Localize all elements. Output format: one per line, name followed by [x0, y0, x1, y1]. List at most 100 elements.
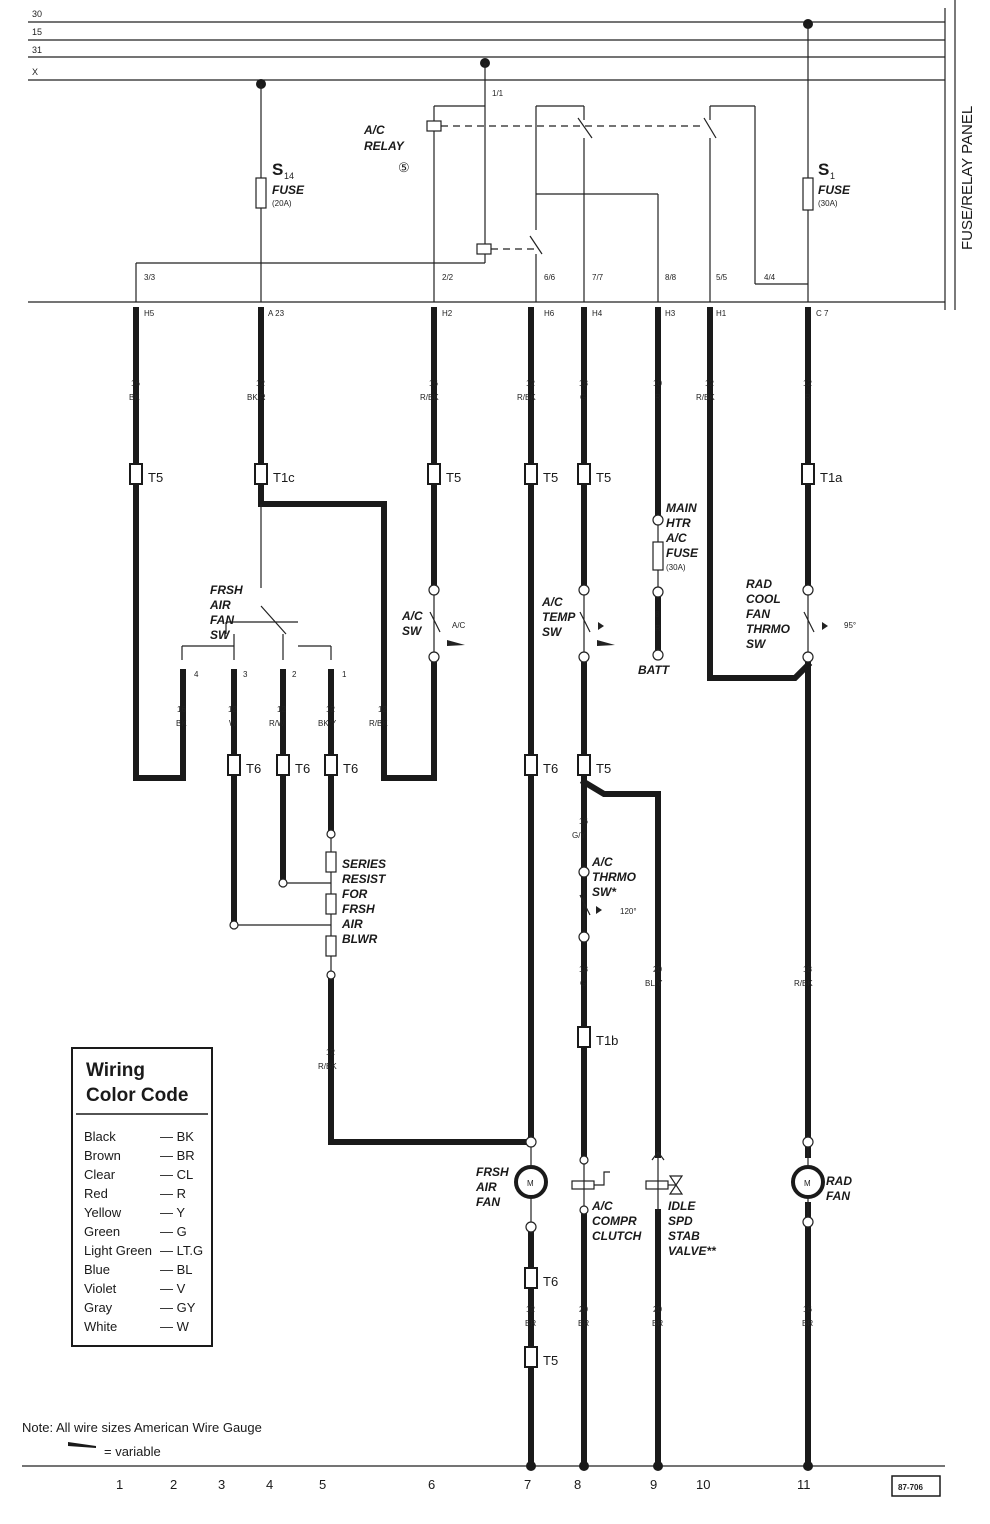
fresh-air-fan-switch: FRSH AIR FAN SW 4 3 2 1: [194, 583, 347, 679]
column-number: 11: [797, 1477, 811, 1492]
column-number: 3: [218, 1477, 225, 1492]
wire-color: R: [655, 393, 661, 402]
ac-sw-mark: A/C: [452, 621, 466, 630]
column-number: 7: [524, 1477, 531, 1492]
t6-label: T6: [246, 761, 261, 776]
diagram-id: 87-706: [898, 1483, 923, 1492]
legend-name: Black: [84, 1129, 116, 1144]
relay-coil-symbol: [476, 243, 492, 255]
series-label-4: FRSH: [342, 902, 375, 916]
wire-color: BK: [176, 719, 187, 728]
wire-gauge: 16: [579, 817, 588, 826]
wire-color: BK/Y: [318, 719, 337, 728]
rad-thermo-label-1: RAD: [746, 577, 772, 591]
wires: [133, 307, 813, 1465]
motor-symbol: M: [804, 1179, 811, 1188]
wire-color: BL/Y: [645, 979, 663, 988]
ac-thermo-temp: 120°: [620, 907, 637, 916]
rad-fan-label-1: RAD: [826, 1174, 852, 1188]
idle-label-1: IDLE: [668, 1199, 696, 1213]
column-numbers: 1 2 3 4 5 6 7 8 9 10 11: [116, 1477, 811, 1492]
legend-code: — G: [160, 1224, 187, 1239]
wire-gauge: 20: [579, 1305, 588, 1314]
t5-connector-symbol: [129, 463, 143, 485]
column-number: 8: [574, 1477, 581, 1492]
main-htr-label-2: HTR: [666, 516, 691, 530]
legend-code: — BL: [160, 1262, 193, 1277]
legend-title-2: Color Code: [86, 1085, 188, 1106]
compr-label-3: CLUTCH: [592, 1229, 642, 1243]
diagram-id-box: [891, 1475, 941, 1497]
legend-name: Violet: [84, 1281, 117, 1296]
t5-label: T5: [596, 761, 611, 776]
legend-code: — V: [160, 1281, 186, 1296]
wire-gauge: 20: [653, 965, 662, 974]
t1c-label: T1c: [273, 470, 295, 485]
legend-code: — CL: [160, 1167, 193, 1182]
bus-label-31: 31: [32, 45, 42, 55]
frsh-fan-label-1: FRSH: [476, 1165, 509, 1179]
t6-connector-symbol: [524, 1267, 538, 1289]
terminal-label: 4/4: [764, 273, 776, 282]
t6-connector-symbol: [227, 754, 241, 776]
t1c-connector-symbol: [254, 463, 268, 485]
t5-connector-symbol: [524, 463, 538, 485]
legend-name: Green: [84, 1224, 120, 1239]
fan-sw-pos: 4: [194, 670, 199, 679]
fuse-relay-panel-label: FUSE/RELAY PANEL: [959, 106, 976, 250]
fan-sw-pos: 2: [292, 670, 297, 679]
wire-gauge: 12: [803, 379, 812, 388]
terminal-label: 8/8: [665, 273, 677, 282]
t5-label: T5: [543, 470, 558, 485]
t5-connector-symbol: [427, 463, 441, 485]
main-htr-label-4: FUSE: [666, 546, 699, 560]
main-htr-rating: (30A): [666, 563, 686, 572]
legend-code: — GY: [160, 1300, 196, 1315]
fan-sw-pos: 3: [243, 670, 248, 679]
wire-gauge: 10: [653, 379, 662, 388]
fuse-s1-rating: (30A): [818, 199, 838, 208]
legend-code: — W: [160, 1319, 190, 1334]
terminal-label: 6/6: [544, 273, 556, 282]
main-htr-label-1: MAIN: [666, 501, 697, 515]
t6-connector-symbol: [276, 754, 290, 776]
wire-gauge: 18: [579, 379, 588, 388]
connector-label: H6: [544, 309, 555, 318]
wire-gauge: 16: [429, 379, 438, 388]
wire-color: R: [655, 624, 661, 633]
frsh-fan-label-2: AIR: [475, 1180, 497, 1194]
note-text: Note: All wire sizes American Wire Gauge: [22, 1420, 262, 1435]
legend-name: White: [84, 1319, 117, 1334]
ground-dot: [803, 1461, 813, 1471]
idle-label-4: VALVE**: [668, 1244, 717, 1258]
column-number: 5: [319, 1477, 326, 1492]
ac-temp-label-3: SW: [542, 625, 563, 639]
wire-color: G: [580, 979, 586, 988]
relay-label-2: RELAY: [364, 139, 405, 153]
connector-label: A 23: [268, 309, 285, 318]
wire-gauge: 12: [326, 1048, 335, 1057]
fuse-s14-label: FUSE: [272, 183, 305, 197]
t6-label: T6: [295, 761, 310, 776]
t6-connector-symbol: [524, 754, 538, 776]
fuse-s14-symbol: [255, 177, 267, 209]
main-htr-fuse: MAIN HTR A/C FUSE (30A) 8 R BATT: [638, 501, 699, 677]
column-number: 10: [696, 1477, 710, 1492]
fuse-s1-sub: 1: [830, 171, 835, 181]
connector-label: H1: [716, 309, 727, 318]
column-number: 1: [116, 1477, 123, 1492]
wire-color: BR: [802, 1319, 813, 1328]
series-label-6: BLWR: [342, 932, 378, 946]
terminal-label: 2/2: [442, 273, 454, 282]
t5-connector-symbol: [577, 754, 591, 776]
wire-color: G: [580, 393, 586, 402]
legend-name: Clear: [84, 1167, 116, 1182]
t6-connector-symbol: [324, 754, 338, 776]
batt-label: BATT: [638, 663, 671, 677]
wire-color: R/BK: [517, 393, 536, 402]
wire-labels-bottom: 12 BR 20 BR 20 BR 16 BR: [525, 1305, 813, 1328]
t5-label: T5: [543, 1353, 558, 1368]
connector-label: H5: [144, 309, 155, 318]
variable-label: = variable: [104, 1444, 161, 1459]
